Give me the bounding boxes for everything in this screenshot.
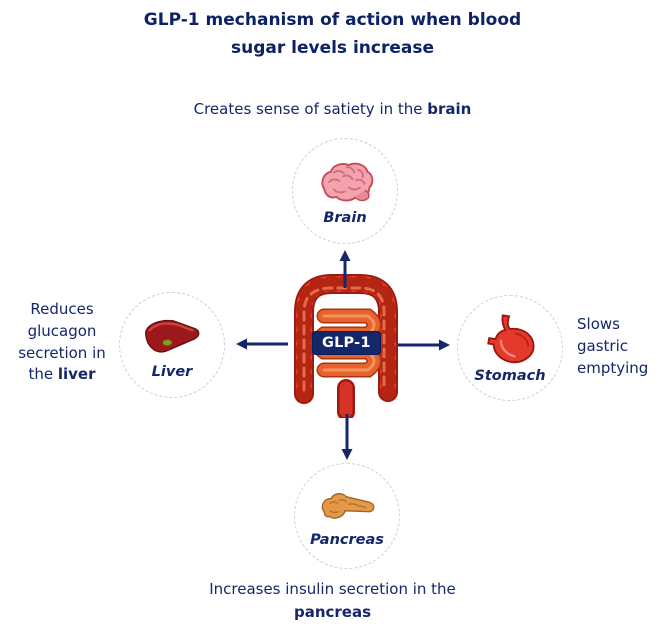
liver-node: Liver <box>119 292 225 398</box>
pancreas-icon <box>321 492 375 519</box>
liver-icon <box>145 319 200 353</box>
liver-label: Liver <box>151 363 193 380</box>
stomach-annotation-text: Slows gastric emptying <box>577 315 649 377</box>
arrow-right-icon <box>398 339 450 351</box>
stomach-annotation: Slows gastric emptying <box>577 314 663 379</box>
stomach-label: Stomach <box>474 367 546 384</box>
glp1-badge: GLP-1 <box>312 331 381 355</box>
liver-annotation-bold: liver <box>57 365 96 384</box>
stomach-icon <box>487 313 535 363</box>
page-title: GLP-1 mechanism of action when blood sug… <box>0 6 665 62</box>
pancreas-label: Pancreas <box>310 531 384 548</box>
pancreas-annotation-bold: pancreas <box>293 602 372 621</box>
brain-annotation-bold: brain <box>427 100 472 118</box>
pancreas-annotation-text: Increases insulin secretion in the <box>209 580 456 598</box>
pancreas-annotation: Increases insulin secretion in the pancr… <box>0 578 665 623</box>
brain-annotation-text: Creates sense of satiety in the <box>193 100 428 118</box>
liver-annotation: Reduces glucagon secretion in the liver <box>6 299 118 386</box>
brain-node: Brain <box>292 138 398 244</box>
arrow-down-icon <box>341 414 353 460</box>
liver-annotation-text: Reduces glucagon secretion in the <box>18 300 106 384</box>
brain-annotation: Creates sense of satiety in the brain <box>0 100 665 118</box>
brain-icon <box>321 162 374 201</box>
pancreas-node: Pancreas <box>294 463 400 569</box>
stomach-node: Stomach <box>457 295 563 401</box>
page-title-text: GLP-1 mechanism of action when blood sug… <box>143 10 522 59</box>
arrow-up-icon <box>339 250 351 288</box>
arrow-left-icon <box>236 338 288 350</box>
brain-label: Brain <box>323 209 367 226</box>
